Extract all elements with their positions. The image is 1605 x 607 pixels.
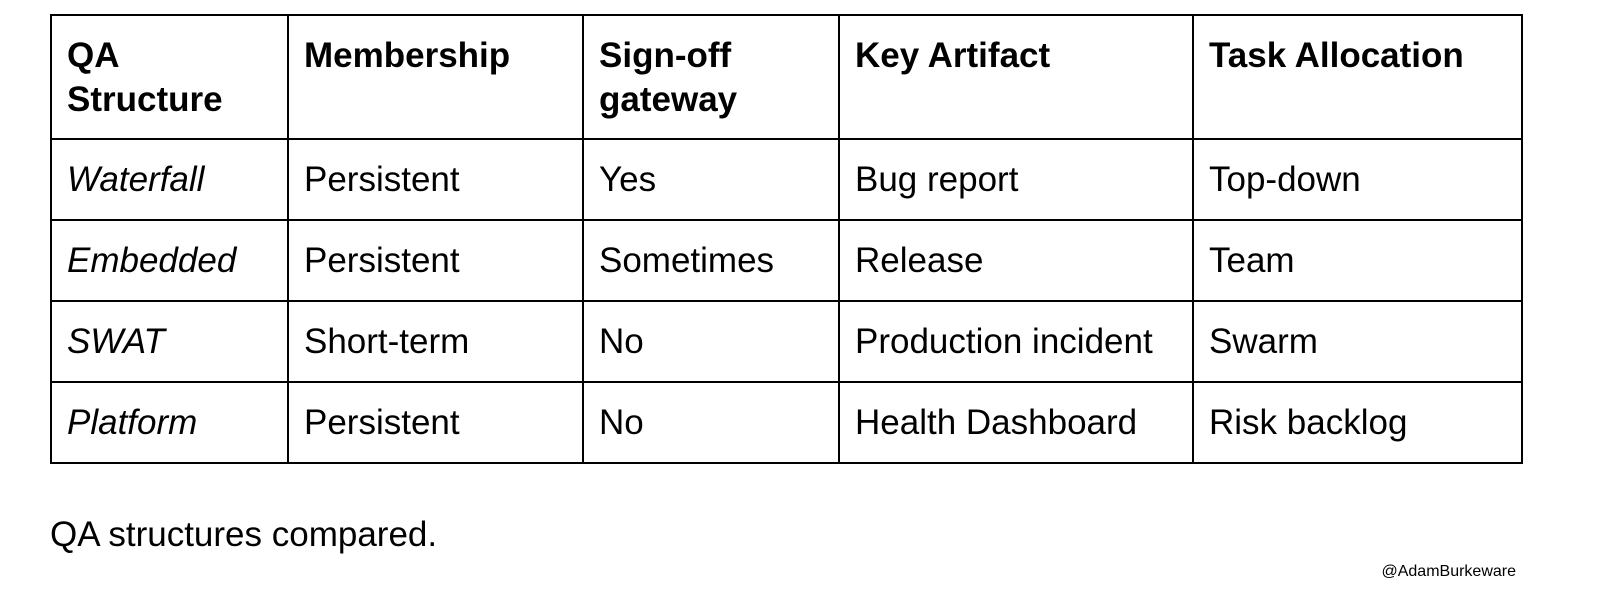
cell-task-allocation: Risk backlog xyxy=(1192,381,1523,464)
cell-membership: Persistent xyxy=(287,381,584,464)
cell-sign-off-gateway: No xyxy=(582,300,840,383)
cell-qa-structure: Embedded xyxy=(50,219,289,302)
cell-membership: Persistent xyxy=(287,138,584,221)
table-row: Embedded Persistent Sometimes Release Te… xyxy=(50,219,1523,302)
header-key-artifact: Key Artifact xyxy=(838,14,1194,140)
table-row: Waterfall Persistent Yes Bug report Top-… xyxy=(50,138,1523,221)
cell-sign-off-gateway: Yes xyxy=(582,138,840,221)
header-sign-off-gateway: Sign-off gateway xyxy=(582,14,840,140)
table-caption: QA structures compared. xyxy=(50,515,438,554)
header-task-allocation: Task Allocation xyxy=(1192,14,1523,140)
table-header-row: QA Structure Membership Sign-off gateway… xyxy=(50,14,1523,140)
cell-key-artifact: Health Dashboard xyxy=(838,381,1194,464)
cell-qa-structure: Platform xyxy=(50,381,289,464)
author-credit: @AdamBurkeware xyxy=(1381,563,1516,580)
cell-qa-structure: Waterfall xyxy=(50,138,289,221)
table-row: Platform Persistent No Health Dashboard … xyxy=(50,381,1523,464)
cell-key-artifact: Release xyxy=(838,219,1194,302)
cell-key-artifact: Bug report xyxy=(838,138,1194,221)
table-row: SWAT Short-term No Production incident S… xyxy=(50,300,1523,383)
cell-task-allocation: Swarm xyxy=(1192,300,1523,383)
cell-membership: Short-term xyxy=(287,300,584,383)
cell-membership: Persistent xyxy=(287,219,584,302)
cell-task-allocation: Team xyxy=(1192,219,1523,302)
cell-sign-off-gateway: No xyxy=(582,381,840,464)
cell-task-allocation: Top-down xyxy=(1192,138,1523,221)
header-membership: Membership xyxy=(287,14,584,140)
header-qa-structure: QA Structure xyxy=(50,14,289,140)
cell-key-artifact: Production incident xyxy=(838,300,1194,383)
cell-qa-structure: SWAT xyxy=(50,300,289,383)
cell-sign-off-gateway: Sometimes xyxy=(582,219,840,302)
comparison-table: QA Structure Membership Sign-off gateway… xyxy=(50,14,1523,464)
